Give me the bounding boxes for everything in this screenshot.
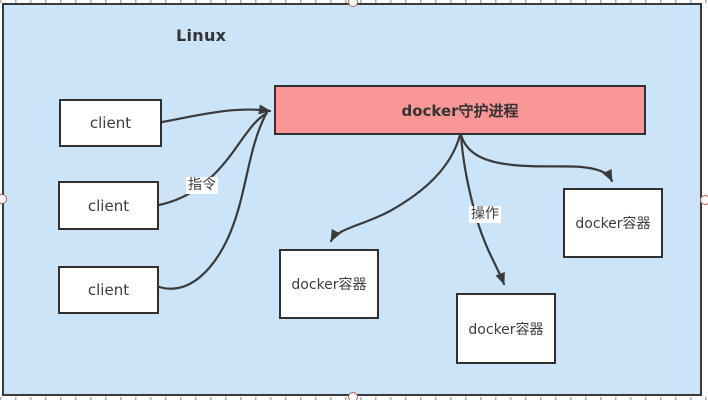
docker-daemon-label: docker守护进程 (401, 101, 519, 120)
docker-container-label: docker容器 (575, 216, 651, 232)
selection-handle-left[interactable] (0, 194, 7, 204)
edge-label-command-text: 指令 (188, 177, 216, 193)
docker-container-box-1[interactable]: docker容器 (279, 249, 379, 319)
docker-container-box-3[interactable]: docker容器 (563, 188, 663, 258)
selection-handle-top[interactable] (348, 0, 358, 7)
client-box-2[interactable]: client (58, 181, 159, 230)
edge-label-operation-text: 操作 (471, 206, 499, 222)
edge-daemon-to-container3[interactable] (459, 133, 614, 183)
selection-handle-bottom[interactable] (348, 392, 358, 400)
linux-host-label: Linux (176, 26, 227, 45)
edge-daemon-to-container1[interactable] (329, 133, 462, 243)
docker-container-label: docker容器 (468, 321, 544, 338)
docker-container-label: docker容器 (291, 277, 367, 293)
client-box-3[interactable]: client (58, 266, 159, 314)
edge-client2-to-daemon[interactable] (157, 111, 269, 207)
docker-container-box-2[interactable]: docker容器 (456, 293, 556, 364)
client-label: client (87, 281, 130, 299)
client-box-1[interactable]: client (59, 99, 162, 147)
client-label: client (89, 114, 132, 132)
selection-handle-right[interactable] (700, 195, 708, 205)
client-label: client (87, 196, 130, 215)
edge-client1-to-daemon[interactable] (160, 104, 272, 124)
edge-client3-to-daemon[interactable] (157, 112, 268, 290)
edge-label-operation[interactable]: 操作 (469, 206, 501, 223)
docker-daemon-box[interactable]: docker守护进程 (274, 85, 646, 135)
edge-label-command[interactable]: 指令 (186, 177, 218, 194)
